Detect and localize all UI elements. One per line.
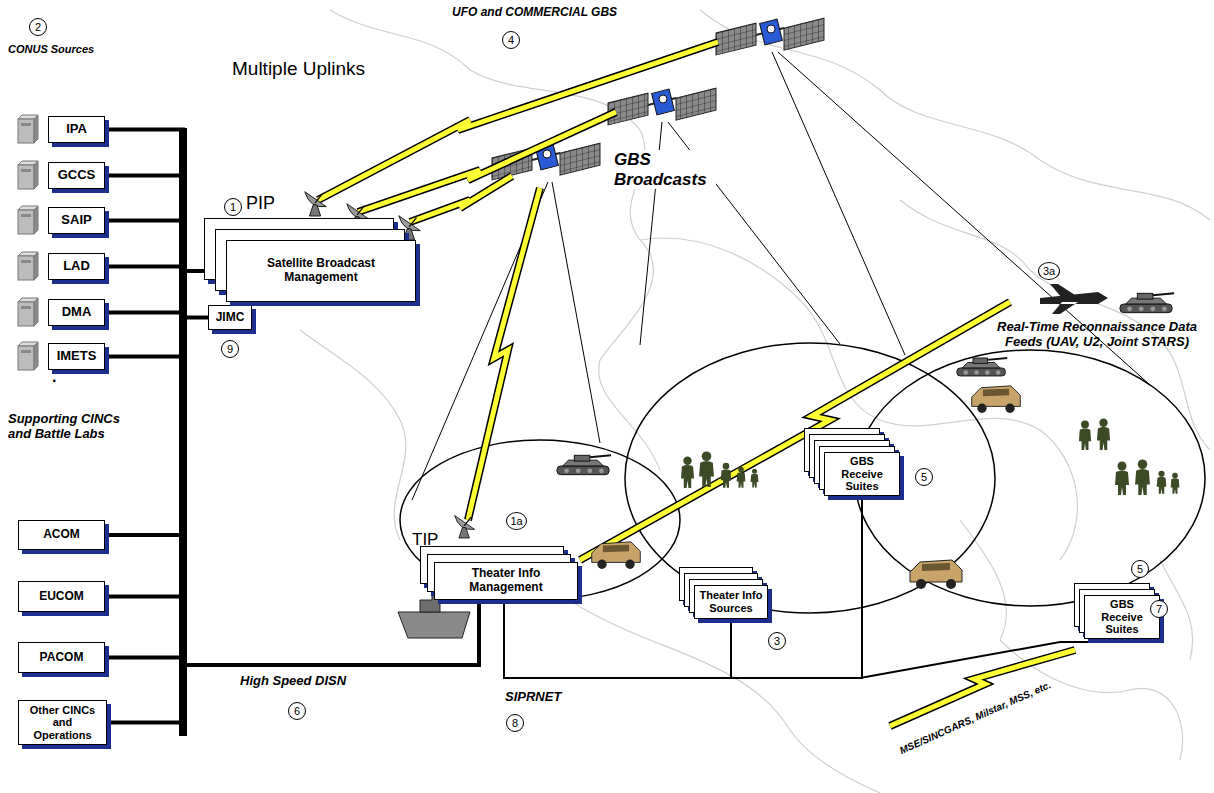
siprnet-link — [504, 600, 1122, 678]
annotation-label: UFO and COMMERCIAL GBS — [452, 6, 617, 20]
source-box: IMETS — [48, 343, 105, 370]
source-box: PACOM — [18, 642, 105, 673]
callout-number: 2 — [29, 18, 47, 36]
node-text: IPA — [66, 122, 87, 137]
annotation-label: . — [52, 368, 56, 386]
node-text: Satellite Broadcast Management — [231, 257, 411, 285]
callout-number: 6 — [288, 702, 306, 720]
source-box: GCCS — [48, 162, 105, 189]
management-box: Theater Info Sources — [694, 585, 768, 619]
source-box: LAD — [48, 253, 105, 280]
annotation-label: GBS Broadcasts — [612, 150, 716, 189]
management-box: GBS Receive Suites — [1084, 595, 1160, 639]
source-box: ACOM — [18, 520, 105, 550]
annotation-label: Supporting CINCs and Battle Labs — [8, 412, 138, 442]
management-box: Satellite Broadcast Management — [226, 240, 416, 302]
callout-number: 8 — [506, 714, 524, 732]
annotation-label: SIPRNET — [505, 690, 561, 705]
lightning-bolts — [318, 42, 1075, 726]
callout-number: 3a — [1038, 262, 1060, 280]
node-text: DMA — [62, 305, 92, 320]
source-box: EUCOM — [18, 581, 105, 612]
node-text: ACOM — [43, 528, 80, 542]
callout-number: 5 — [915, 468, 933, 486]
node-text: PACOM — [40, 651, 84, 665]
broadcast-beams — [412, 52, 1150, 500]
node-text: LAD — [63, 259, 90, 274]
callout-number: 1a — [506, 512, 527, 530]
management-box: GBS Receive Suites — [824, 452, 900, 496]
annotation-label: PIP — [246, 193, 275, 214]
annotation-label: Multiple Uplinks — [232, 58, 365, 80]
callout-number: 7 — [1150, 600, 1168, 618]
node-text: JIMC — [216, 311, 245, 325]
node-text: GBS Receive Suites — [1089, 598, 1155, 636]
callout-number: 1 — [224, 198, 242, 216]
annotation-label: MSE/SINCGARS, Milstar, MSS, etc. — [898, 679, 1053, 756]
source-box: Other CINCs and Operations — [18, 700, 107, 745]
node-text: EUCOM — [39, 590, 84, 604]
node-text: Other CINCs and Operations — [23, 704, 102, 742]
node-text: GCCS — [58, 168, 96, 183]
callout-number: 5 — [1131, 560, 1149, 578]
source-box: SAIP — [48, 207, 105, 234]
callout-number: 3 — [768, 632, 786, 650]
annotation-label: CONUS Sources — [8, 43, 94, 56]
callout-number: 4 — [502, 31, 520, 49]
node-text: GBS Receive Suites — [829, 455, 895, 493]
callout-number: 9 — [221, 340, 239, 358]
node-text: Theater Info Sources — [699, 589, 763, 614]
coverage-ellipses — [400, 343, 1205, 613]
disn-link — [183, 271, 479, 665]
world-map — [300, 10, 1210, 793]
annotation-label: TIP — [412, 530, 438, 550]
disn-link — [107, 271, 226, 723]
source-box: DMA — [48, 299, 105, 326]
node-text: IMETS — [57, 349, 97, 364]
node-text: Theater Info Management — [439, 567, 573, 595]
annotation-label: Real-Time Reconnaissance Data Feeds (UAV… — [990, 320, 1204, 350]
node-text: SAIP — [61, 213, 91, 228]
server-icons — [18, 115, 38, 370]
source-box: IPA — [48, 116, 105, 143]
annotation-label: High Speed DISN — [240, 674, 346, 689]
management-box: Theater Info Management — [434, 562, 578, 600]
source-box: JIMC — [208, 305, 252, 330]
